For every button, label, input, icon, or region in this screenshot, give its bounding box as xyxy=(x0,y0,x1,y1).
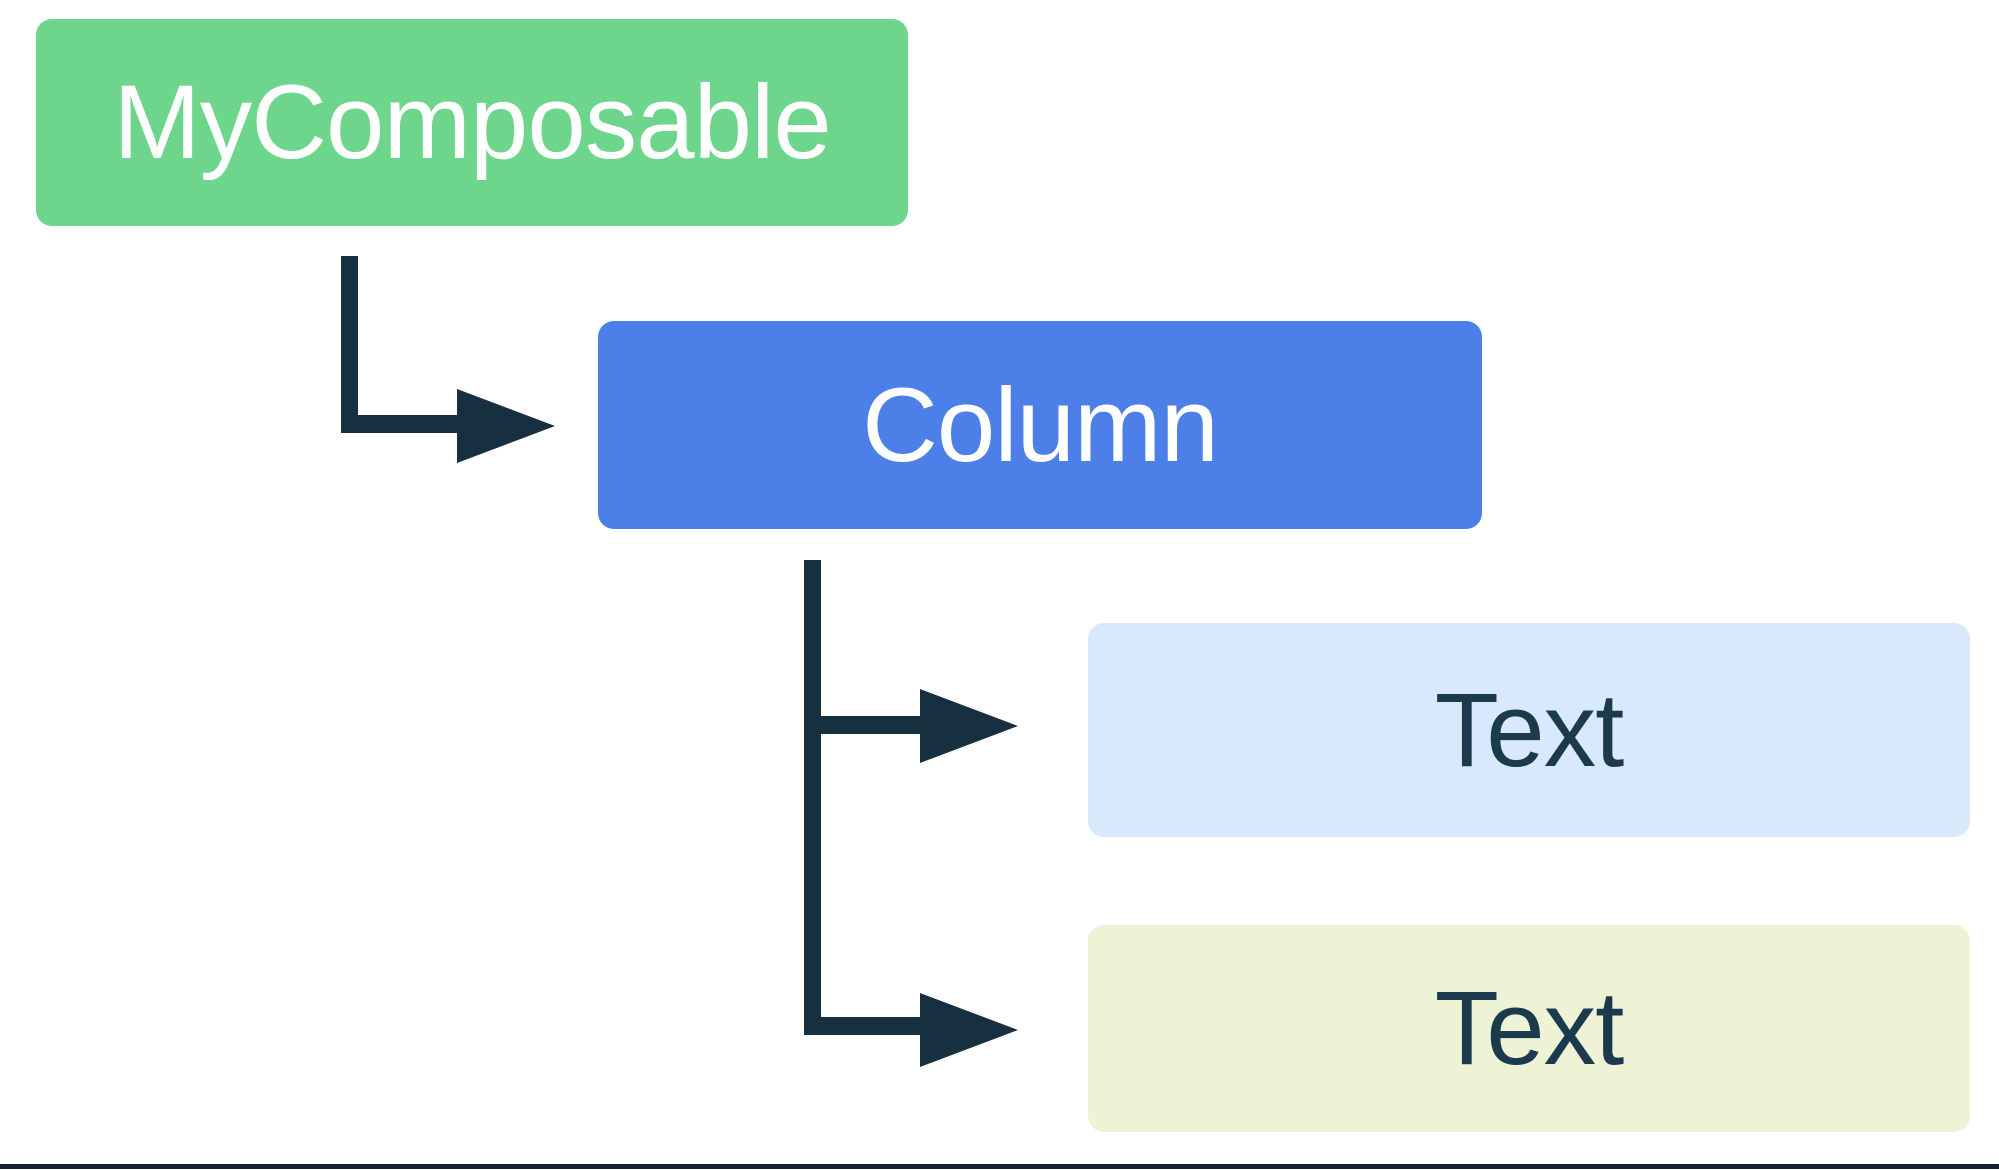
connector-column-to-children-vertical-line xyxy=(804,560,821,1035)
node-text-top-label: Text xyxy=(1434,671,1625,789)
connector-column-to-text-top-horizontal-line xyxy=(804,716,921,734)
node-column: Column xyxy=(598,321,1482,529)
arrow-right-icon xyxy=(457,389,555,463)
node-column-label: Column xyxy=(862,366,1219,484)
connector-root-to-column-vertical-line xyxy=(341,256,358,433)
connector-column-to-text-bottom-horizontal-line xyxy=(804,1017,921,1035)
node-text-bottom-label: Text xyxy=(1434,970,1625,1087)
arrow-right-icon xyxy=(920,689,1018,763)
node-mycomposable: MyComposable xyxy=(36,19,908,226)
arrow-right-icon xyxy=(920,993,1018,1067)
bottom-divider xyxy=(0,1164,1999,1169)
node-text-bottom: Text xyxy=(1088,925,1970,1132)
connector-root-to-column-horizontal-line xyxy=(341,415,458,433)
node-text-top: Text xyxy=(1088,623,1970,837)
node-mycomposable-label: MyComposable xyxy=(113,64,831,181)
